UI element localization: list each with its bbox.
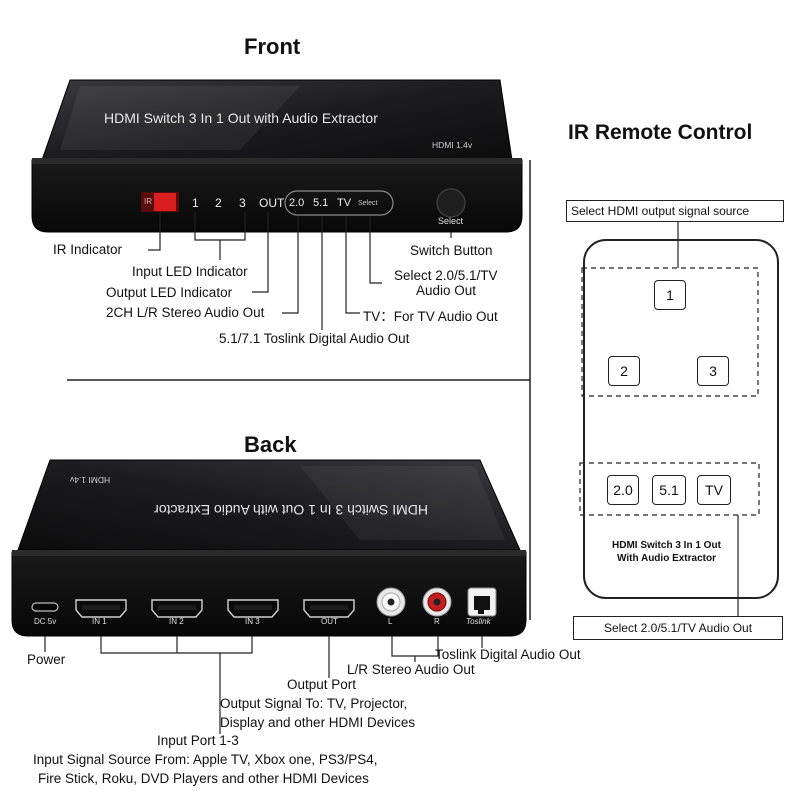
port-label-dc: DC 5v: [34, 617, 57, 626]
front-button-label: Select: [438, 216, 464, 226]
remote-key-tv[interactable]: TV: [697, 475, 731, 505]
remote-caption-2: With Audio Extractor: [617, 553, 716, 564]
front-led-out: OUT: [259, 196, 285, 210]
callout-output-signal-2: Display and other HDMI Devices: [220, 715, 416, 730]
front-lid-text: HDMI Switch 3 In 1 Out with Audio Extrac…: [104, 110, 378, 126]
callout-tv-out: TV：For TV Audio Out: [363, 309, 498, 324]
port-label-r: R: [434, 617, 440, 626]
remote-caption-1: HDMI Switch 3 In 1 Out: [612, 540, 721, 551]
front-ir-mark: IR: [144, 197, 152, 206]
callout-output-led: Output LED Indicator: [106, 285, 233, 300]
callout-toslink-out: 5.1/7.1 Toslink Digital Audio Out: [219, 331, 410, 346]
front-mode-51: 5.1: [313, 197, 329, 209]
front-mode-tv: TV: [337, 197, 352, 209]
callout-stereo-out: 2CH L/R Stereo Audio Out: [106, 305, 265, 320]
remote-key-2[interactable]: 2: [608, 356, 640, 386]
callout-input-led: Input LED Indicator: [132, 264, 248, 279]
callout-lr-stereo: L/R Stereo Audio Out: [347, 662, 475, 677]
callout-ir-indicator: IR Indicator: [53, 242, 123, 257]
front-title: Front: [244, 34, 301, 59]
dc-port: [31, 602, 59, 612]
remote-title: IR Remote Control: [568, 121, 753, 144]
select-button: [436, 188, 466, 218]
remote-key-51[interactable]: 5.1: [652, 475, 686, 505]
front-callout-lines: [148, 212, 452, 330]
port-label-toslink: Toslink: [466, 617, 491, 626]
front-led-2: 2: [215, 196, 222, 210]
front-body: [31, 159, 523, 233]
front-mode-20: 2.0: [289, 197, 305, 209]
remote-key-1[interactable]: 1: [654, 280, 686, 310]
remote-key-20[interactable]: 2.0: [607, 475, 639, 505]
back-device: [11, 459, 527, 637]
callout-input-port: Input Port 1-3: [157, 733, 239, 748]
rca-left: [376, 587, 406, 617]
callout-switch-button: Switch Button: [410, 243, 493, 258]
remote-key-3[interactable]: 3: [697, 356, 729, 386]
callout-output-signal-1: Output Signal To: TV, Projector,: [220, 696, 408, 711]
mode-pill: [284, 190, 394, 216]
port-label-in1: IN 1: [92, 617, 107, 626]
remote-top-label: Select HDMI output signal source: [566, 200, 784, 222]
front-mode-select: Select: [358, 200, 378, 207]
front-led-3: 3: [239, 196, 246, 210]
back-title: Back: [244, 432, 297, 457]
front-lid-badge: HDMI 1.4v: [432, 140, 473, 150]
back-body: [11, 551, 527, 637]
callout-select-line1: Select 2.0/5.1/TV: [394, 268, 498, 283]
callout-input-source-2: Fire Stick, Roku, DVD Players and other …: [38, 771, 369, 786]
front-device: [31, 79, 523, 233]
callout-output-port: Output Port: [287, 677, 357, 692]
port-label-l: L: [388, 617, 393, 626]
port-label-in2: IN 2: [169, 617, 184, 626]
callout-toslink: Toslink Digital Audio Out: [435, 647, 581, 662]
rca-right: [422, 587, 452, 617]
port-label-in3: IN 3: [245, 617, 260, 626]
callout-input-source-1: Input Signal Source From: Apple TV, Xbox…: [33, 752, 378, 767]
callout-power: Power: [27, 652, 66, 667]
front-led-1: 1: [192, 196, 199, 210]
remote-bottom-label: Select 2.0/5.1/TV Audio Out: [573, 616, 783, 640]
port-label-out: OUT: [321, 617, 338, 626]
back-callout-lines: [44, 636, 483, 734]
callout-select-line2: Audio Out: [416, 283, 477, 298]
